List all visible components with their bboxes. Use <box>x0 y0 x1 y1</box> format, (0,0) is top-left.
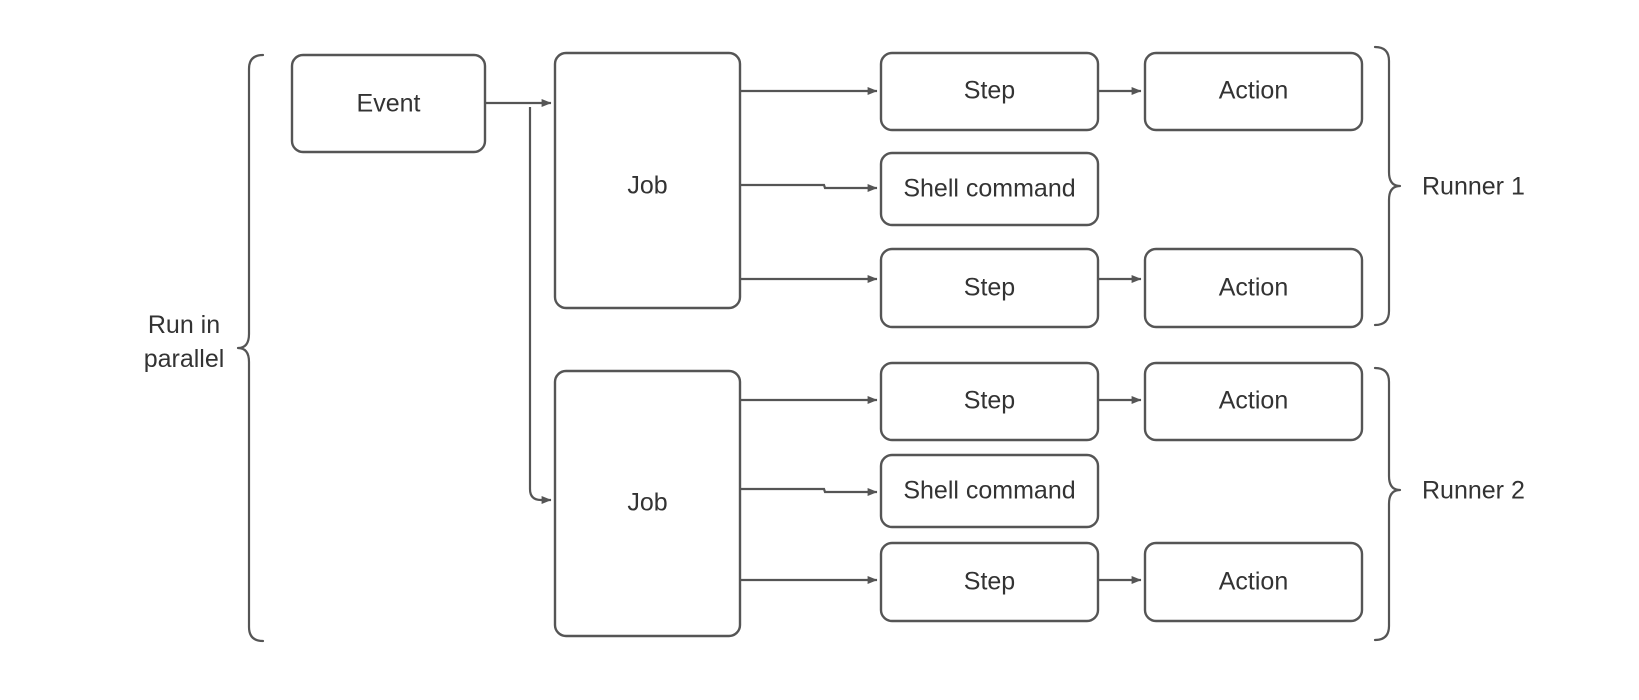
node-r1-step-2-box[interactable] <box>879 247 1100 329</box>
node-r2-action-1-box[interactable] <box>1143 361 1364 442</box>
label-runner-1: Runner 1 <box>1422 173 1525 201</box>
node-r1-action-2-box[interactable] <box>1143 247 1364 329</box>
node-event[interactable]: Event <box>290 53 487 154</box>
node-r1-step-2[interactable]: Step <box>879 247 1100 329</box>
node-r2-step-1[interactable]: Step <box>879 361 1100 442</box>
node-job-bottom[interactable]: Job <box>553 369 742 638</box>
node-r2-step-2-box[interactable] <box>879 541 1100 623</box>
node-r1-shell[interactable]: Shell command <box>879 151 1100 227</box>
node-r2-action-2-box[interactable] <box>1143 541 1364 623</box>
node-r2-shell-box[interactable] <box>879 453 1100 529</box>
node-job-top-box[interactable] <box>553 51 742 310</box>
node-r2-action-2[interactable]: Action <box>1143 541 1364 623</box>
node-job-top-label: Job <box>627 172 667 200</box>
node-r1-action-1-label: Action <box>1219 77 1288 105</box>
node-r2-shell[interactable]: Shell command <box>879 453 1100 529</box>
brace-runner-2 <box>1373 366 1402 642</box>
node-r2-step-1-box[interactable] <box>879 361 1100 442</box>
node-r2-action-2-label: Action <box>1219 568 1288 596</box>
label-run-in-parallel-line-1: Run in <box>148 311 220 339</box>
node-r1-step-2-label: Step <box>964 274 1015 302</box>
edge-event-to-job-bottom <box>528 107 552 504</box>
node-r2-step-2[interactable]: Step <box>879 541 1100 623</box>
node-r1-step-1[interactable]: Step <box>879 51 1100 132</box>
node-r1-action-1-box[interactable] <box>1143 51 1364 132</box>
edge-job-top-to-shell <box>740 183 878 192</box>
node-event-label: Event <box>357 90 421 118</box>
edges-group <box>485 87 1142 584</box>
node-job-top[interactable]: Job <box>553 51 742 310</box>
node-r2-action-1-label: Action <box>1219 387 1288 415</box>
node-r2-step-1-label: Step <box>964 387 1015 415</box>
node-r2-shell-label: Shell command <box>903 477 1075 505</box>
label-runner-2: Runner 2 <box>1422 477 1525 505</box>
node-r1-shell-box[interactable] <box>879 151 1100 227</box>
node-r1-action-2[interactable]: Action <box>1143 247 1364 329</box>
node-r1-shell-label: Shell command <box>903 175 1075 203</box>
node-r2-action-1[interactable]: Action <box>1143 361 1364 442</box>
label-run-in-parallel-line-2: parallel <box>144 345 225 373</box>
label-run-in-parallel: Run in parallel <box>144 311 225 373</box>
node-event-box[interactable] <box>290 53 487 154</box>
node-r1-step-1-label: Step <box>964 77 1015 105</box>
node-r2-step-2-label: Step <box>964 568 1015 596</box>
node-job-bottom-label: Job <box>627 489 667 517</box>
node-r1-step-1-box[interactable] <box>879 51 1100 132</box>
node-r1-action-2-label: Action <box>1219 274 1288 302</box>
edge-job-bottom-to-shell <box>740 487 878 496</box>
brace-runner-1 <box>1373 45 1402 327</box>
node-job-bottom-box[interactable] <box>553 369 742 638</box>
node-r1-action-1[interactable]: Action <box>1143 51 1364 132</box>
brace-run-in-parallel <box>236 53 265 643</box>
